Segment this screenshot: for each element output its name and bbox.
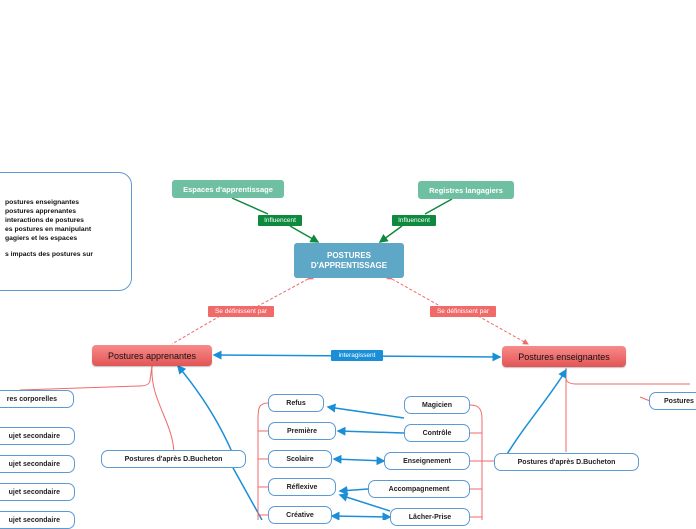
central-line-2: D'APPRENTISSAGE [310, 260, 388, 270]
node-sujet-secondaire[interactable]: ujet secondaire [0, 427, 75, 445]
link-defined-left-to-node [171, 315, 221, 345]
node-reflexive[interactable]: Réflexive [268, 478, 336, 496]
link-right-tree-far [639, 396, 651, 402]
node-postures-apprenantes[interactable]: Postures apprenantes [92, 345, 212, 366]
link-label-to-central-left [289, 225, 320, 243]
node-refus[interactable]: Refus [268, 394, 324, 412]
node-bucheton-apprenant[interactable]: Postures d'après D.Bucheton [101, 450, 246, 468]
info-note-box[interactable]: postures enseignantes postures apprenant… [0, 172, 132, 291]
node-sujet-secondaire[interactable]: ujet secondaire [0, 483, 75, 501]
node-espaces-apprentissage[interactable]: Espaces d'apprentissage [172, 180, 284, 198]
bracket-student [257, 402, 269, 520]
node-creative[interactable]: Créative [268, 506, 332, 524]
link-right-tree-main [565, 368, 690, 385]
link-magicien-refus [326, 403, 405, 419]
link-registres-to-label [424, 198, 453, 215]
label-se-definissent-left[interactable]: Se définissent par [208, 306, 274, 317]
node-postures-corporelles[interactable]: res corporelles [0, 390, 74, 408]
label-influencent-right[interactable]: Influencent [392, 215, 436, 226]
node-postures-far-right[interactable]: Postures [649, 392, 696, 410]
link-lacher-reflexive [338, 492, 391, 512]
link-bucheton-left-up [177, 364, 233, 453]
node-postures-enseignantes[interactable]: Postures enseignantes [502, 346, 626, 367]
node-central-postures[interactable]: POSTURES D'APPRENTISSAGE [294, 243, 404, 278]
info-line: s impacts des postures sur [5, 251, 94, 258]
node-enseignement[interactable]: Enseignement [384, 452, 470, 470]
link-controle-premiere [336, 426, 405, 436]
node-registres-langagiers[interactable]: Registres langagiers [418, 181, 514, 199]
node-accompagnement[interactable]: Accompagnement [368, 480, 470, 498]
info-line: es postures en manipulant [5, 226, 92, 233]
info-line: gagiers et les espaces [5, 235, 78, 242]
node-premiere[interactable]: Première [268, 422, 336, 440]
node-bucheton-enseignant[interactable]: Postures d'après D.Bucheton [494, 453, 639, 471]
link-bucheton-left-down [231, 465, 263, 520]
node-scolaire[interactable]: Scolaire [268, 450, 332, 468]
bracket-teacher [469, 404, 494, 520]
info-line: interactions de postures [5, 217, 84, 224]
link-left-tree-main [19, 365, 153, 391]
info-line: postures apprenantes [5, 208, 77, 215]
label-se-definissent-right[interactable]: Se définissent par [430, 306, 496, 317]
link-lacher-creative [330, 511, 392, 520]
node-controle[interactable]: Contrôle [404, 424, 470, 442]
central-line-1: POSTURES [326, 250, 371, 260]
node-sujet-secondaire[interactable]: ujet secondaire [0, 511, 75, 529]
link-espaces-to-label [231, 197, 269, 215]
link-bucheton-right-up [499, 368, 567, 467]
label-influencent-left[interactable]: Influencent [258, 215, 302, 226]
info-line: postures enseignantes [5, 199, 80, 206]
link-central-defined-left [257, 273, 314, 307]
link-enseignement-scolaire [332, 454, 386, 466]
link-accompagnement-reflexive [338, 485, 369, 495]
link-left-tree-bucheton [151, 365, 175, 453]
node-magicien[interactable]: Magicien [404, 396, 470, 414]
link-defined-right-to-node [477, 315, 529, 345]
label-interagissent[interactable]: interagissent [331, 350, 383, 361]
node-lacher-prise[interactable]: Lâcher-Prise [390, 508, 470, 526]
node-sujet-secondaire[interactable]: ujet secondaire [0, 455, 75, 473]
link-central-defined-right [386, 273, 441, 307]
link-label-to-central-right [378, 225, 403, 243]
